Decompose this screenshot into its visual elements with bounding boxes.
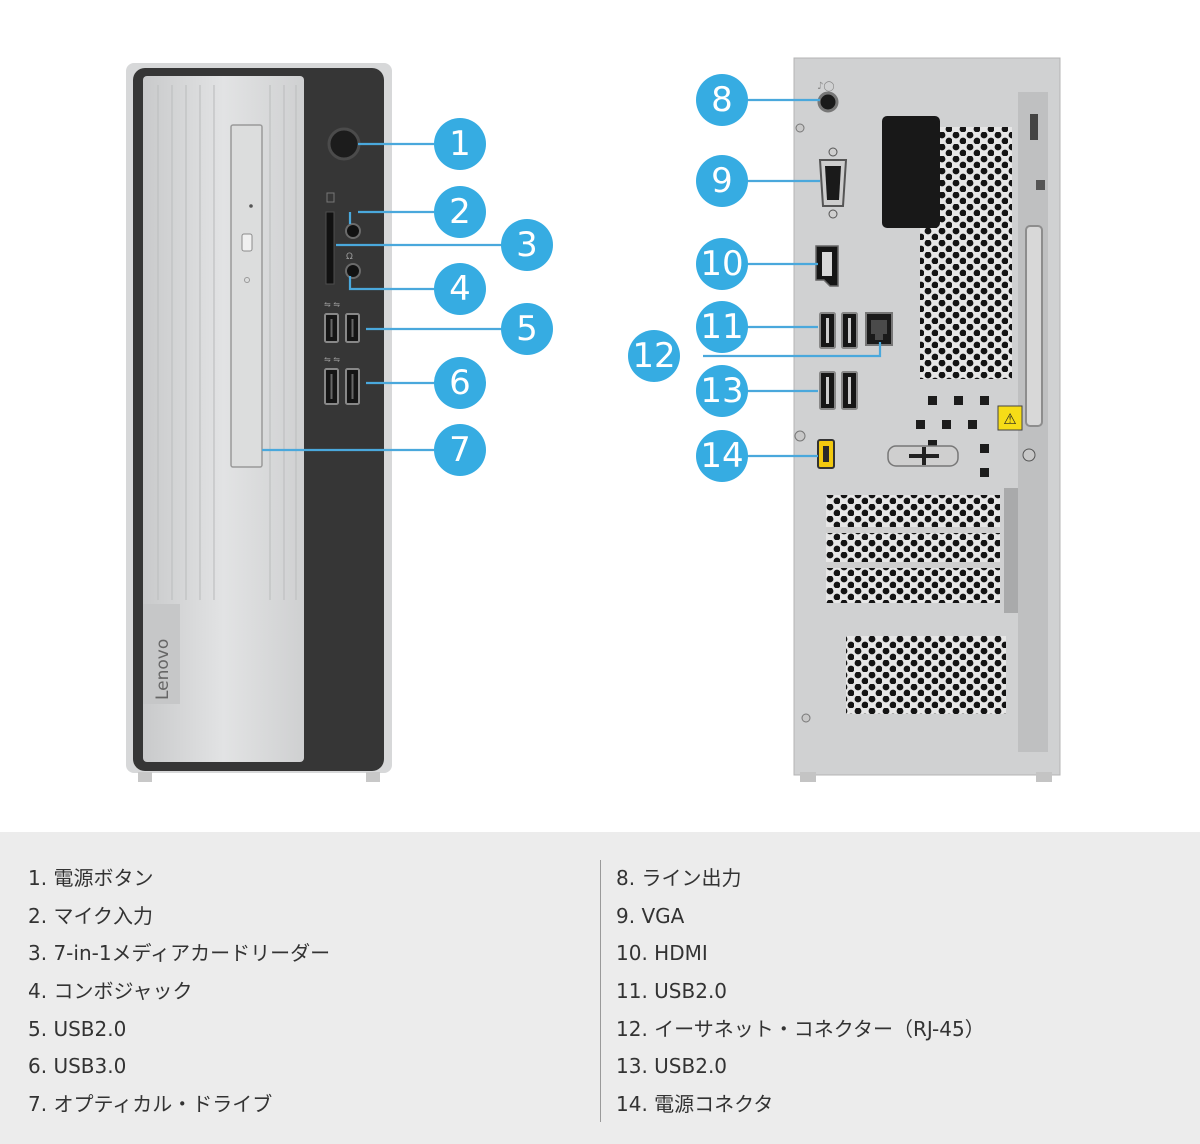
callout-13: 13 — [696, 365, 748, 417]
front-silver-panel — [143, 76, 304, 762]
callout-14: 14 — [696, 430, 748, 482]
power-connector[interactable] — [817, 439, 835, 469]
optical-drive-eject-button[interactable] — [241, 233, 253, 252]
usb2-ports-rear-lower[interactable] — [819, 371, 858, 410]
legend-item-12: 12. イーサネット・コネクター（RJ-45） — [616, 1016, 985, 1041]
callout-12: 12 — [628, 330, 680, 382]
vga-port[interactable] — [818, 147, 848, 219]
svg-text:5: 5 — [516, 309, 538, 349]
combo-jack[interactable] — [345, 263, 361, 279]
rear-slot-vents — [887, 396, 989, 477]
callout-4: 4 — [434, 263, 486, 315]
callout-9: 9 — [696, 155, 748, 207]
usb2-ports-front[interactable] — [324, 313, 360, 343]
svg-text:2: 2 — [449, 192, 471, 232]
legend-divider — [600, 860, 601, 1122]
power-button[interactable] — [327, 127, 361, 161]
svg-text:11: 11 — [700, 307, 743, 347]
card-reader-slot[interactable] — [325, 211, 335, 285]
legend-item-14: 14. 電源コネクタ — [616, 1092, 774, 1117]
svg-text:10: 10 — [700, 244, 743, 284]
svg-text:4: 4 — [449, 269, 471, 309]
svg-text:1: 1 — [449, 124, 471, 164]
svg-text:13: 13 — [700, 371, 743, 411]
callout-6: 6 — [434, 357, 486, 409]
rear-dark-block — [882, 116, 940, 228]
svg-text:Ω: Ω — [346, 252, 353, 262]
callout-3: 3 — [501, 219, 553, 271]
svg-text:9: 9 — [711, 161, 733, 201]
line-out-jack[interactable] — [817, 91, 839, 113]
svg-text:7: 7 — [449, 430, 471, 470]
legend-item-1: 1. 電源ボタン — [28, 866, 154, 890]
svg-text:3: 3 — [516, 225, 538, 265]
hdmi-port[interactable] — [815, 245, 839, 287]
front-panel-ribs — [157, 85, 297, 600]
svg-text:8: 8 — [711, 80, 733, 120]
legend-item-13: 13. USB2.0 — [616, 1054, 728, 1079]
mic-jack[interactable] — [345, 223, 361, 239]
callout-lines — [262, 98, 882, 458]
ethernet-port[interactable] — [865, 312, 893, 346]
rear-callouts: 8 9 10 11 12 13 14 — [628, 74, 748, 482]
usb2-ports-rear-upper[interactable] — [819, 312, 858, 349]
lenovo-brand-plate — [143, 604, 180, 704]
legend-item-11: 11. USB2.0 — [616, 979, 728, 1004]
callout-8: 8 — [696, 74, 748, 126]
optical-drive-tray — [230, 124, 263, 468]
front-view: Lenovo Ω ⇋ ⇋ ⇋ ⇋ — [126, 63, 392, 782]
legend-item-7: 7. オプティカル・ドライブ — [28, 1092, 273, 1117]
legend-item-8: 8. ライン出力 — [616, 866, 742, 890]
legend-front-column: 1. 電源ボタン 2. マイク入力 3. 7-in-1メディアカードリーダー 4… — [28, 860, 330, 1124]
legend-item-6: 6. USB3.0 — [28, 1054, 127, 1079]
rear-psu-vent — [846, 636, 1006, 714]
callout-11: 11 — [696, 301, 748, 353]
legend-item-10: 10. HDMI — [616, 941, 708, 966]
svg-text:⇋ ⇋: ⇋ ⇋ — [324, 300, 340, 309]
legend-item-3: 3. 7-in-1メディアカードリーダー — [28, 941, 331, 966]
svg-text:6: 6 — [449, 363, 471, 403]
legend-item-9: 9. VGA — [616, 903, 685, 928]
svg-text:♪◯: ♪◯ — [817, 81, 835, 92]
svg-text:12: 12 — [632, 336, 675, 376]
svg-text:14: 14 — [700, 436, 743, 476]
lenovo-logo: Lenovo — [153, 639, 173, 700]
usb3-ports-front[interactable] — [324, 368, 360, 405]
callout-10: 10 — [696, 238, 748, 290]
port-legend: 1. 電源ボタン 2. マイク入力 3. 7-in-1メディアカードリーダー 4… — [0, 832, 1200, 1144]
legend-item-5: 5. USB2.0 — [28, 1016, 127, 1041]
legend-rear-column: 8. ライン出力 9. VGA 10. HDMI 11. USB2.0 12. … — [616, 860, 985, 1124]
svg-text:⇋ ⇋: ⇋ ⇋ — [324, 355, 340, 364]
legend-item-4: 4. コンボジャック — [28, 979, 193, 1004]
front-callouts: 1 2 3 4 5 6 7 — [434, 118, 553, 476]
callout-2: 2 — [434, 186, 486, 238]
callout-5: 5 — [501, 303, 553, 355]
callout-1: 1 — [434, 118, 486, 170]
warning-label — [997, 405, 1023, 431]
legend-item-2: 2. マイク入力 — [28, 903, 154, 928]
rear-pci-vents — [826, 495, 1000, 603]
svg-text:⚠: ⚠ — [1003, 410, 1016, 428]
rear-view: ⚠ ♪◯ — [793, 57, 1061, 782]
pc-port-diagram: Lenovo Ω ⇋ ⇋ ⇋ ⇋ — [126, 57, 1061, 782]
callout-7: 7 — [434, 424, 486, 476]
